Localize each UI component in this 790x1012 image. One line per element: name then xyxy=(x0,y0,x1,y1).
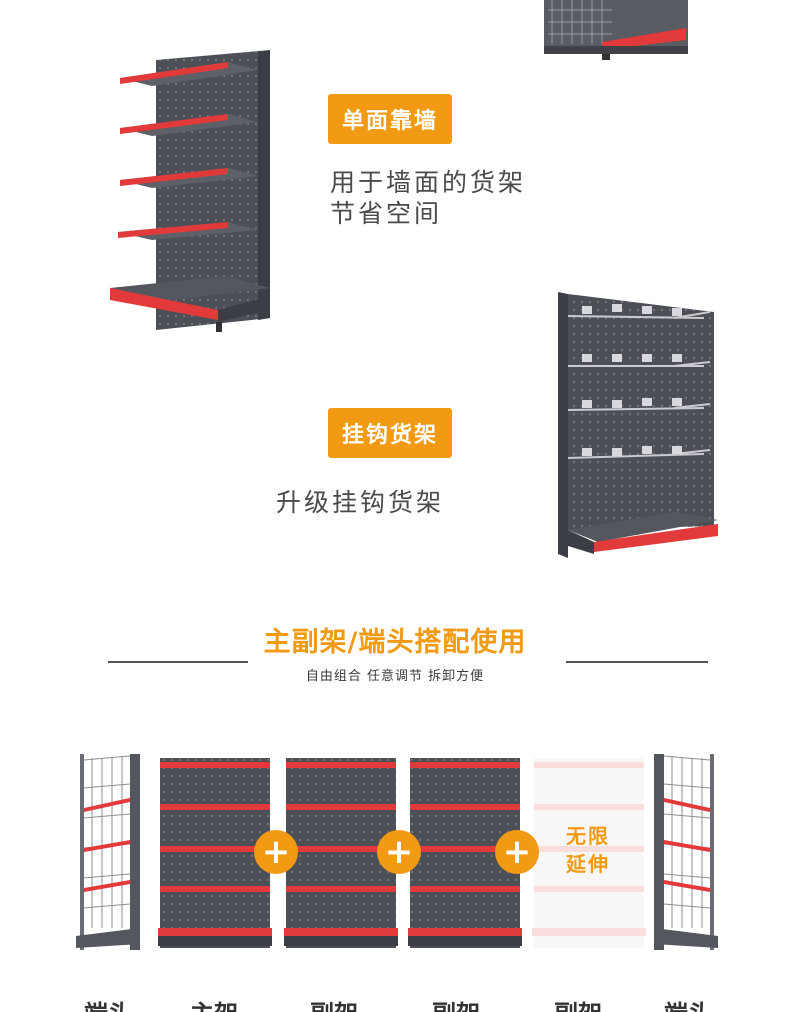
wall-shelf-image xyxy=(108,48,278,338)
bottom-label-sub-2: 副架 xyxy=(432,1000,480,1012)
unlimited-line2: 延伸 xyxy=(566,852,610,876)
plus-icon-2: + xyxy=(377,830,421,874)
top-partial-shelf-image xyxy=(542,0,690,62)
bottom-label-left-end: 端头 xyxy=(84,1000,132,1012)
hook-shelf-image xyxy=(554,290,722,562)
wall-shelf-desc-line1: 用于墙面的货架 xyxy=(330,168,527,197)
plus-icon-3: + xyxy=(495,830,539,874)
bottom-label-main: 主架 xyxy=(190,1000,238,1012)
bottom-label-sub-1: 副架 xyxy=(310,1000,358,1012)
combo-title: 主副架/端头搭配使用 xyxy=(263,627,527,658)
bottom-labels-row: 端头 主架 副架 副架 副架 端头 xyxy=(0,1000,790,1012)
wall-shelf-badge: 单面靠墙 xyxy=(328,94,452,144)
unlimited-line1: 无限 xyxy=(566,824,610,848)
hook-shelf-badge: 挂钩货架 xyxy=(328,408,452,458)
plus-icon-1: + xyxy=(254,830,298,874)
title-right-line xyxy=(566,661,708,663)
combo-subtitle: 自由组合 任意调节 拆卸方便 xyxy=(305,669,485,684)
bottom-label-right-end: 端头 xyxy=(664,1000,712,1012)
unlimited-extension-label: 无限 延伸 xyxy=(548,822,628,878)
bottom-label-sub-3: 副架 xyxy=(554,1000,602,1012)
title-left-line xyxy=(108,661,248,663)
wall-shelf-desc-line2: 节省空间 xyxy=(330,199,443,228)
hook-shelf-desc: 升级挂钩货架 xyxy=(276,488,445,517)
